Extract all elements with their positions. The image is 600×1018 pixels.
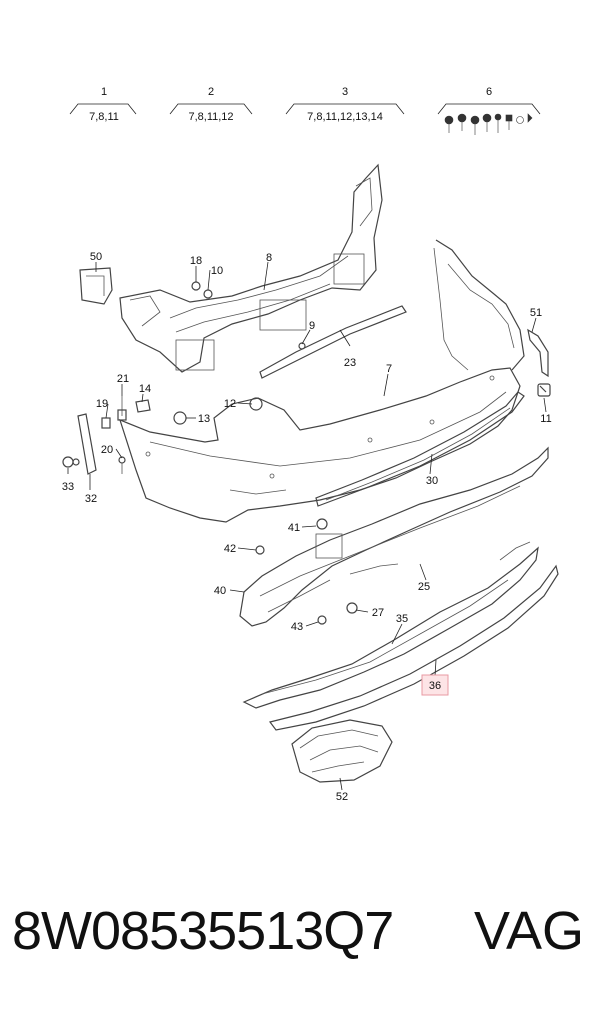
callout-42: 42 [224,543,236,555]
header-group-3: 3 7,8,11,12,13,14 [285,86,405,123]
bumper-carrier [119,163,383,373]
grille-strip-30 [315,391,525,507]
callout-51: 51 [530,307,542,319]
callout-18: 18 [190,255,202,267]
exploded-parts-diagram: 1 7,8,11 2 7,8,11,12 3 7,8,11,12,13,14 6 [62,86,559,803]
callout-35: 35 [396,613,408,625]
fastener-icons [444,113,533,135]
callout-27: 27 [372,607,384,619]
callout-32: 32 [85,493,97,505]
header-group-items: 7,8,11 [89,111,119,123]
callout-33: 33 [62,481,74,493]
trim-strip-23 [259,305,407,379]
side-bracket-51 [527,328,551,397]
lower-diffuser-25 [239,446,549,627]
callout-8: 8 [266,252,272,264]
callout-20: 20 [101,444,113,456]
bracket-50 [79,267,113,305]
part-number: 8W08535513Q7 [12,901,394,961]
callout-50: 50 [90,251,102,263]
callout-7: 7 [386,363,392,375]
callout-41: 41 [288,522,300,534]
header-group-id: 3 [342,86,348,98]
callout-21: 21 [117,373,129,385]
callout-14: 14 [139,383,151,395]
bumper-cover [119,239,525,523]
callout-19: 19 [96,398,108,410]
callout-23: 23 [344,357,356,369]
exhaust-tip-52 [291,719,393,783]
header-group-2: 2 7,8,11,12 [169,86,253,123]
header-group-6: 6 [437,86,541,135]
callout-25: 25 [418,581,430,593]
callout-13: 13 [198,413,210,425]
part-number-footer: 8W08535513Q7 VAG [12,900,592,980]
callout-43: 43 [291,621,303,633]
header-group-id: 1 [101,86,107,98]
brand-label: VAG [473,901,584,961]
header-group-items: 7,8,11,12 [188,111,233,123]
diffuser-trim-35 [242,541,539,709]
callout-36: 36 [429,680,441,692]
left-fasteners [62,281,547,475]
leader-lines [67,261,547,791]
callout-9: 9 [309,320,315,332]
callout-40: 40 [214,585,226,597]
callout-36-highlight [421,674,449,696]
header-group-1: 1 7,8,11 [69,86,137,123]
callout-52: 52 [336,791,348,803]
header-group-id: 2 [208,86,214,98]
callouts: 50 18 10 8 9 23 7 51 11 21 14 19 12 13 2… [62,251,552,803]
callout-10: 10 [211,265,223,277]
trim-strip-36 [268,564,559,731]
callout-30: 30 [426,475,438,487]
header-group-items: 7,8,11,12,13,14 [307,111,383,123]
header-group-id: 6 [486,86,492,98]
callout-11: 11 [540,413,551,425]
callout-12: 12 [224,398,236,410]
